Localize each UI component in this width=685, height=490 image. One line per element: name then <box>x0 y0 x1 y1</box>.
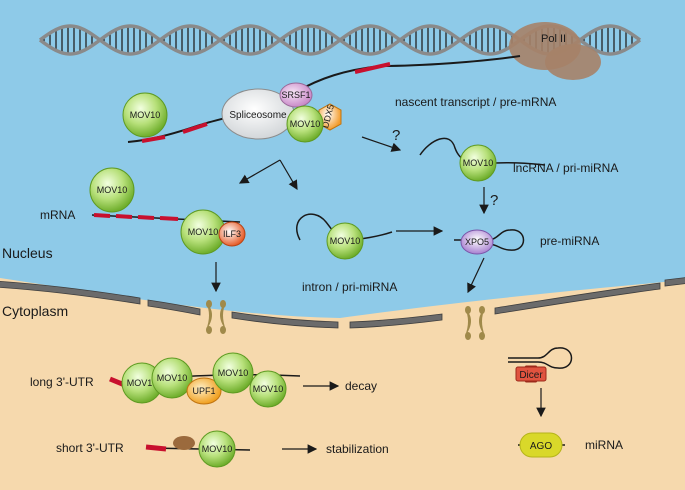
mov10-label: MOV10 <box>463 158 494 168</box>
mov10-label: MOV10 <box>127 378 158 388</box>
spliceosome-label: Spliceosome <box>229 110 287 121</box>
arrow-export-premirna <box>467 257 485 294</box>
nuclear-pore-right <box>465 306 485 340</box>
srsf1-label: SRSF1 <box>281 90 310 100</box>
upf1 <box>186 377 222 405</box>
mirna-label: miRNA <box>585 438 623 452</box>
mov10-protein <box>249 370 287 408</box>
mov10-protein <box>326 222 364 260</box>
nascent-transcript-label: nascent transcript / pre-mRNA <box>395 95 556 109</box>
mov10-label: MOV10 <box>97 185 128 195</box>
upf1-label: UPF1 <box>192 386 215 396</box>
mov10-protein <box>459 144 497 182</box>
xpo5-label: XPO5 <box>465 237 489 247</box>
question-mark: ? <box>490 192 498 209</box>
rna-binding-protein <box>173 436 195 450</box>
arrow-to-mrna <box>238 159 281 184</box>
mrna-exons <box>93 213 179 221</box>
mov10-protein <box>198 430 236 468</box>
mov10-protein <box>286 105 324 143</box>
mov10-protein <box>151 357 193 399</box>
mov10-protein <box>122 92 168 138</box>
ilf3-label: ILF3 <box>223 229 241 239</box>
mov10-label: MOV10 <box>157 373 188 383</box>
nuclear-pore-left <box>206 300 226 334</box>
ago <box>519 432 563 458</box>
intron-label: intron / pri-miRNA <box>302 280 397 294</box>
mov10-label: MOV10 <box>202 444 233 454</box>
cds-segment <box>145 444 167 452</box>
exon-segment <box>354 62 391 74</box>
mov10-label: MOV10 <box>253 384 284 394</box>
arrow-to-intron <box>279 159 298 191</box>
stabilization-label: stabilization <box>326 442 389 456</box>
mov10-protein <box>212 352 254 394</box>
pre-mirna-hairpin <box>454 229 525 251</box>
dicer-label: Dicer <box>519 370 543 381</box>
ilf3 <box>218 221 246 247</box>
nucleus-region <box>0 0 685 318</box>
long-utr-label: long 3'-UTR <box>30 375 94 389</box>
xpo5 <box>460 229 494 255</box>
mov10-label: MOV10 <box>130 110 161 120</box>
dicer-hairpin <box>508 347 573 369</box>
exon-segment <box>182 122 208 134</box>
pre-mirna-label: pre-miRNA <box>540 234 599 248</box>
pol2-label: Pol II <box>541 33 566 45</box>
ddx5 <box>318 103 342 131</box>
mov10-protein <box>89 167 135 213</box>
decay-label: decay <box>345 379 377 393</box>
nuclear-envelope <box>0 277 685 329</box>
arrow-to-lncrna <box>361 136 402 152</box>
dicer-body <box>515 366 547 382</box>
mov10-label: MOV10 <box>188 227 219 237</box>
nucleus-label: Nucleus <box>2 245 53 261</box>
short-utr-label: short 3'-UTR <box>56 441 124 455</box>
exon-segment <box>141 135 166 143</box>
lncrna-label: lncRNA / pri-miRNA <box>513 161 618 175</box>
cytoplasm-label: Cytoplasm <box>2 303 68 319</box>
pol2-complex: Pol II <box>509 22 601 80</box>
mrna-label: mRNA <box>40 208 75 222</box>
srsf1 <box>279 82 313 108</box>
mov10-label: MOV10 <box>290 119 321 129</box>
question-mark: ? <box>392 127 400 144</box>
ago-label: AGO <box>530 441 552 452</box>
mov10-label: MOV10 <box>218 368 249 378</box>
mov10-label: MOV10 <box>330 236 361 246</box>
